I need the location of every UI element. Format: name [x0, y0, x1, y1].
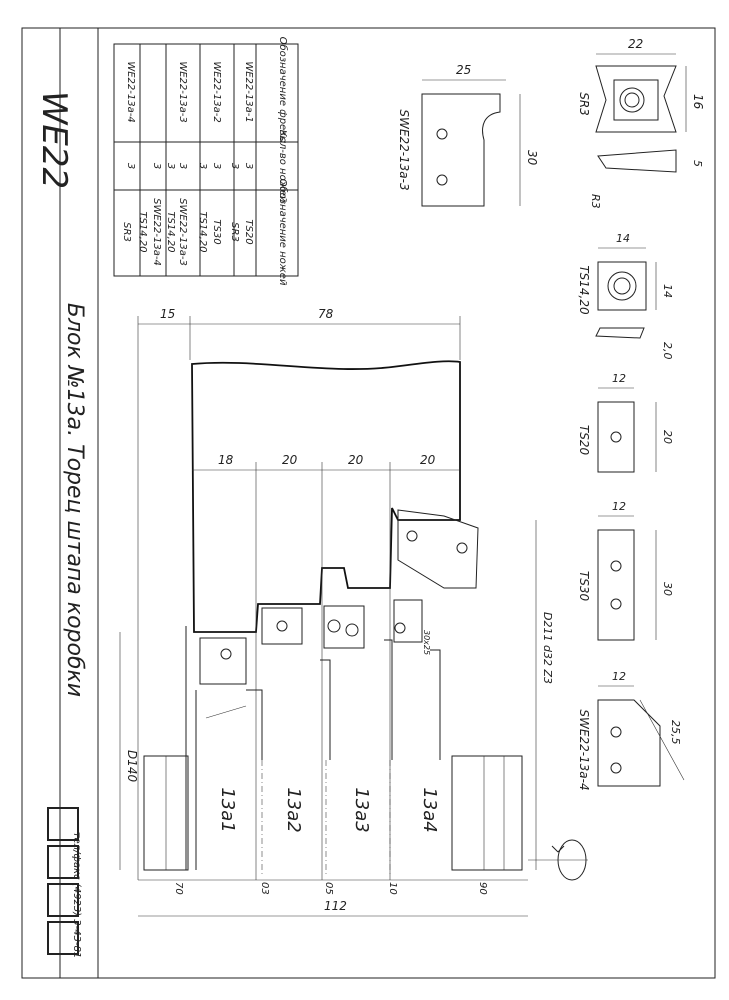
- knife-ts1420-drawing: 14 14 TS14,20 2,0: [577, 232, 674, 360]
- ts20-label: TS20: [577, 425, 591, 456]
- swe4-width: 12: [612, 670, 626, 683]
- swe4-label: SWE22-13а-4: [577, 709, 591, 790]
- table-row-5-knife: SWE22-13а-3: [177, 198, 188, 266]
- cutter-label-2: 13а2: [283, 787, 304, 832]
- table-row-2-qty: 3: [229, 163, 240, 169]
- ts1420-label: TS14,20: [577, 265, 591, 315]
- sr3-label: SR3: [577, 92, 591, 116]
- table-row-1-name: WE22-13а-1: [243, 61, 254, 122]
- table-row-1-knife: TS20: [243, 219, 254, 244]
- table-row-9-knife: SR3: [121, 222, 132, 242]
- ts20-width: 12: [612, 372, 626, 385]
- model-label: WE22: [34, 91, 74, 189]
- ts20-height: 20: [661, 430, 674, 444]
- ts30-height: 30: [661, 582, 674, 596]
- dim-20-b: 20: [348, 453, 364, 467]
- table-header-1: Обозначение фрезы: [277, 37, 289, 144]
- sr3-height: 16: [691, 94, 705, 110]
- dim-05: 05: [323, 882, 334, 895]
- table-row-6-knife: TS14,20: [165, 211, 176, 252]
- dim-70: 70: [173, 882, 184, 895]
- table-row-5-name: WE22-13а-3: [177, 61, 188, 122]
- table-row-4-knife: TS14,20: [197, 211, 208, 252]
- sheet-frame: [21, 27, 716, 979]
- table-row-3-knife: TS30: [211, 219, 222, 244]
- dim-small: 30x25: [422, 630, 431, 655]
- dim-112: 112: [324, 899, 347, 913]
- swe3-width: 25: [456, 63, 471, 77]
- knife-sr3-drawing: 22 16 SR3 5 R3: [577, 37, 705, 209]
- dim-18: 18: [218, 453, 234, 467]
- table-header-2: Кол-во ножей: [277, 130, 288, 203]
- dim-03: 03: [259, 882, 270, 895]
- swe3-height: 30: [525, 150, 539, 166]
- cutter-label-1: 13а1: [217, 787, 238, 832]
- table-row-2-knife: SR3: [229, 222, 240, 242]
- dim-d140: D140: [125, 750, 139, 783]
- table-row-3-qty: 3: [211, 163, 222, 169]
- table-row-8-qty: 3: [125, 163, 136, 169]
- cutter-label-3: 13а3: [351, 787, 372, 832]
- table-row-7-qty: 3: [151, 163, 162, 169]
- ts30-width: 12: [612, 500, 626, 513]
- profile-assembly: 15 78 18 20 20 20 30x25: [119, 307, 588, 917]
- table-row-7-knife: SWE22-13а-4: [151, 198, 162, 266]
- sr3-thickness: 5: [691, 160, 704, 167]
- swe4-height: 25,5: [669, 720, 682, 745]
- ts1420-height: 14: [661, 284, 674, 298]
- sr3-radius: R3: [589, 194, 602, 209]
- ts30-label: TS30: [577, 571, 591, 602]
- dim-78: 78: [318, 307, 334, 321]
- knife-swe4-drawing: 12 25,5 SWE22-13а-4: [577, 670, 685, 791]
- dim-d211: D211 d32 Z3: [541, 612, 554, 684]
- sr3-width: 22: [628, 37, 643, 51]
- table-row-1-qty: 3: [243, 163, 254, 169]
- contact-line: тел/факс (4923) 3-43-81: [71, 832, 82, 959]
- cutter-table: Обозначение фрезы Кол-во ножей Обозначен…: [113, 37, 299, 286]
- swe3-label: SWE22-13а-3: [397, 109, 411, 190]
- ts1420-thickness: 2,0: [661, 342, 674, 360]
- knife-ts30-drawing: 12 30 TS30: [577, 500, 674, 641]
- table-header-3: Обозначение ножей: [277, 179, 289, 286]
- table-row-3-name: WE22-13а-2: [211, 61, 222, 122]
- dim-15: 15: [160, 307, 175, 321]
- sheet-title: Блок №13а. Торец штапа коробки: [62, 303, 87, 697]
- cutter-label-4: 13а4: [419, 787, 440, 832]
- knife-ts20-drawing: 12 20 TS20: [577, 372, 674, 473]
- ts1420-width: 14: [616, 232, 630, 245]
- table-row-5-qty: 3: [177, 163, 188, 169]
- rotation-icon: [528, 839, 588, 881]
- dim-20-c: 20: [420, 453, 436, 467]
- table-row-7-name: WE22-13а-4: [125, 61, 136, 122]
- table-row-4-qty: 3: [197, 163, 208, 169]
- company-logo: [47, 807, 79, 955]
- dim-90: 90: [477, 882, 488, 895]
- dim-20-a: 20: [282, 453, 298, 467]
- table-row-6-qty: 3: [165, 163, 176, 169]
- knife-swe3-drawing: 25 30 SWE22-13а-3: [397, 63, 539, 207]
- dim-10: 10: [387, 882, 398, 895]
- table-row-8-knife: TS14,20: [137, 211, 148, 252]
